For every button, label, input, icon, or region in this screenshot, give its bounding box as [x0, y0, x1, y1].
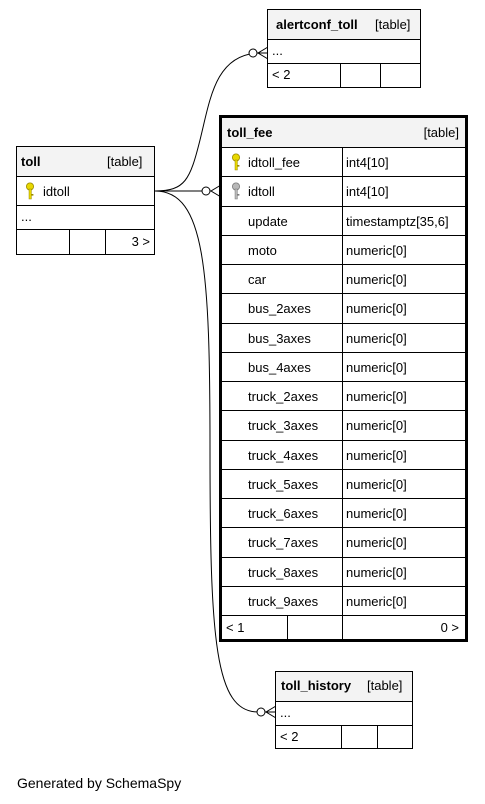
table-alertconf-toll[interactable]: alertconf_toll [table] ... < 2: [267, 9, 421, 88]
key-icon: [232, 153, 240, 171]
optional-marker: [248, 48, 258, 58]
table-name[interactable]: toll_history: [281, 678, 352, 693]
crows-foot-icon: [265, 705, 277, 719]
column-name: idtoll: [43, 184, 70, 199]
ellipsis-row: ...: [276, 702, 412, 726]
relations-row: < 1 0 >: [222, 616, 465, 641]
column-row[interactable]: idtoll: [17, 177, 154, 206]
table-toll-history[interactable]: toll_history [table] ... < 2: [275, 671, 413, 749]
column-name: bus_2axes: [248, 301, 311, 317]
column-type: numeric[0]: [346, 593, 407, 609]
column-row[interactable]: truck_6axes numeric[0]: [222, 499, 465, 529]
column-row[interactable]: truck_9axes numeric[0]: [222, 586, 465, 616]
column-name: truck_5axes: [248, 476, 319, 492]
column-name: truck_9axes: [248, 593, 319, 609]
parents-count[interactable]: < 2: [280, 729, 299, 744]
column-type: int4[10]: [346, 155, 389, 170]
relations-row: < 2: [268, 64, 420, 87]
table-name[interactable]: toll_fee: [227, 125, 273, 140]
parents-count[interactable]: < 2: [272, 67, 291, 82]
crows-foot-icon: [210, 184, 222, 198]
column-row[interactable]: truck_7axes numeric[0]: [222, 528, 465, 558]
relationship-toll-alertconf-toll: [154, 52, 268, 192]
column-row[interactable]: bus_4axes numeric[0]: [222, 352, 465, 382]
column-row[interactable]: idtoll int4[10]: [222, 177, 465, 207]
optional-marker: [256, 707, 266, 717]
column-name: idtoll: [248, 184, 275, 200]
table-header: toll_history [table]: [276, 672, 412, 702]
table-type: [table]: [423, 125, 459, 140]
column-type: numeric[0]: [346, 242, 407, 258]
ellipsis-row: ...: [268, 40, 420, 64]
column-type: numeric[0]: [346, 272, 407, 287]
optional-marker: [201, 186, 211, 196]
table-header: toll_fee [table]: [222, 118, 465, 148]
ellipsis: ...: [21, 209, 32, 224]
column-row[interactable]: truck_3axes numeric[0]: [222, 411, 465, 441]
column-type: numeric[0]: [346, 389, 407, 404]
column-row[interactable]: update timestamptz[35,6]: [222, 206, 465, 236]
column-row[interactable]: bus_3axes numeric[0]: [222, 323, 465, 353]
column-name: truck_2axes: [248, 389, 319, 404]
table-name[interactable]: toll: [21, 154, 41, 169]
column-row[interactable]: car numeric[0]: [222, 265, 465, 295]
column-row[interactable]: truck_2axes numeric[0]: [222, 382, 465, 412]
column-name: truck_6axes: [248, 506, 319, 521]
table-header: toll [table]: [17, 147, 154, 177]
column-row[interactable]: idtoll_fee int4[10]: [222, 148, 465, 178]
column-name: truck_4axes: [248, 447, 319, 463]
column-name: truck_8axes: [248, 564, 319, 580]
children-count[interactable]: 3 >: [131, 234, 150, 249]
table-type: [table]: [367, 678, 403, 693]
column-type: numeric[0]: [346, 535, 407, 551]
column-row[interactable]: moto numeric[0]: [222, 235, 465, 265]
table-name[interactable]: alertconf_toll: [276, 17, 358, 32]
column-name: idtoll_fee: [248, 155, 301, 170]
column-name: moto: [248, 242, 277, 258]
parents-count[interactable]: < 1: [226, 620, 245, 635]
relations-row: 3 >: [17, 230, 154, 254]
column-row[interactable]: truck_4axes numeric[0]: [222, 440, 465, 470]
column-name: truck_3axes: [248, 418, 319, 434]
ellipsis: ...: [272, 43, 283, 58]
column-name: update: [248, 213, 288, 229]
column-name: bus_3axes: [248, 330, 311, 346]
column-type: numeric[0]: [346, 564, 407, 580]
generated-by-footer: Generated by SchemaSpy: [17, 775, 182, 791]
relations-row: < 2: [276, 726, 412, 748]
column-type: timestamptz[35,6]: [346, 213, 449, 229]
key-icon: [26, 182, 34, 200]
column-type: numeric[0]: [346, 330, 407, 346]
children-count[interactable]: 0 >: [440, 620, 459, 635]
table-toll[interactable]: toll [table] idtoll ... 3 >: [16, 146, 155, 255]
column-type: numeric[0]: [346, 359, 407, 375]
column-type: numeric[0]: [346, 506, 407, 521]
column-row[interactable]: bus_2axes numeric[0]: [222, 294, 465, 324]
column-name: truck_7axes: [248, 535, 319, 551]
column-type: numeric[0]: [346, 447, 407, 463]
table-type: [table]: [107, 154, 143, 169]
table-header: alertconf_toll [table]: [268, 10, 420, 40]
column-type: numeric[0]: [346, 476, 407, 492]
column-type: numeric[0]: [346, 301, 407, 317]
column-name: car: [248, 272, 267, 287]
crows-foot-icon: [257, 46, 269, 60]
relationship-toll-toll-history: [154, 190, 276, 713]
column-name: bus_4axes: [248, 359, 311, 375]
table-type: [table]: [375, 17, 411, 32]
key-icon: [232, 182, 240, 200]
ellipsis-row: ...: [17, 206, 154, 230]
column-type: int4[10]: [346, 184, 389, 200]
column-row[interactable]: truck_5axes numeric[0]: [222, 469, 465, 499]
column-type: numeric[0]: [346, 418, 407, 434]
column-row[interactable]: truck_8axes numeric[0]: [222, 557, 465, 587]
ellipsis: ...: [280, 705, 291, 720]
